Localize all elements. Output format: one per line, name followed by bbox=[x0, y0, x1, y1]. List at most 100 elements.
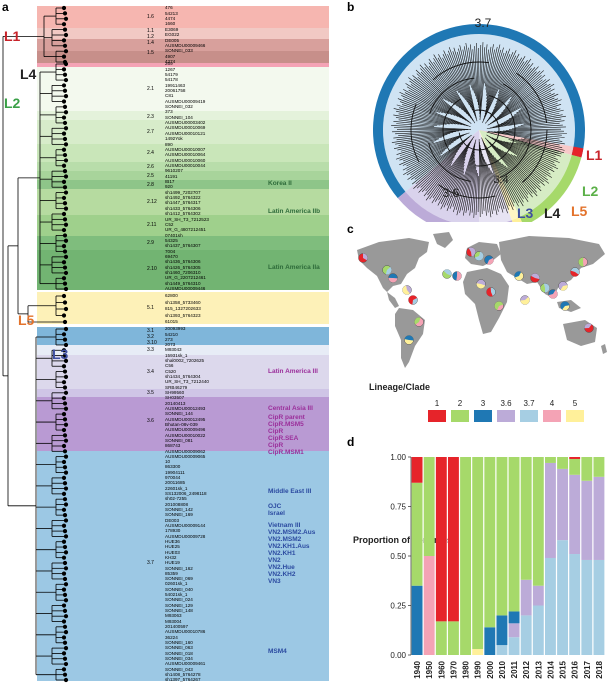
circular-branch bbox=[506, 75, 542, 106]
tree-tip bbox=[62, 136, 68, 142]
circular-branch bbox=[395, 117, 444, 125]
leaf-label: SH03507 bbox=[165, 395, 185, 401]
bar-segment bbox=[544, 462, 556, 558]
circular-branch bbox=[483, 51, 514, 121]
tree-tip bbox=[63, 470, 69, 475]
circular-branch bbox=[499, 161, 524, 199]
bar-segment bbox=[557, 457, 569, 469]
tree-tip bbox=[62, 624, 68, 629]
leaf-label: AUSMDU00009419 bbox=[165, 98, 206, 104]
leaf-label: 970044 bbox=[165, 475, 181, 481]
circular-branch bbox=[456, 51, 476, 116]
tree-tip bbox=[61, 293, 67, 299]
tree-tip bbox=[63, 358, 69, 364]
band-3-6 bbox=[37, 397, 329, 451]
leaf-label: 62800 bbox=[165, 293, 178, 299]
circular-branch bbox=[490, 170, 504, 213]
circular-branch bbox=[484, 46, 492, 87]
circular-branch bbox=[402, 104, 465, 126]
band-2-5 bbox=[37, 171, 329, 180]
circular-branch bbox=[504, 74, 546, 109]
leaf-label: SONNEI_104 bbox=[165, 114, 193, 120]
tree-tip bbox=[61, 195, 67, 201]
tree-tip bbox=[63, 550, 69, 555]
circular-branch bbox=[394, 127, 469, 130]
circular-branch bbox=[494, 157, 524, 207]
bar-segment bbox=[423, 556, 435, 655]
bar-segment bbox=[411, 585, 423, 655]
circular-branch bbox=[497, 57, 523, 100]
circular-branch bbox=[391, 125, 472, 130]
leaf-label: sh1412_5764302 bbox=[165, 211, 201, 217]
africa-shape bbox=[463, 268, 509, 334]
tree-tip bbox=[61, 619, 67, 624]
leaf-label: AUSMDU00009461 bbox=[165, 661, 206, 667]
band-2-12 bbox=[37, 189, 329, 215]
panel-letter-b: b bbox=[347, 0, 355, 14]
tree-tip bbox=[63, 486, 69, 491]
circular-branch bbox=[396, 104, 462, 126]
location-pie-slice bbox=[414, 317, 421, 325]
location-pie-slice bbox=[560, 301, 570, 310]
leaf-label: 201400597 bbox=[165, 624, 188, 630]
clade-annotation: CipR.SEA bbox=[268, 435, 299, 442]
bar-segment bbox=[520, 615, 532, 655]
legend-swatch bbox=[497, 410, 515, 422]
clade-annotation: Middle East III bbox=[268, 488, 312, 495]
leaf-label: 868743 bbox=[165, 443, 181, 449]
bar-segment bbox=[557, 468, 569, 541]
leaf-label: 178930 bbox=[165, 528, 181, 534]
circular-branch bbox=[400, 142, 434, 152]
clade-annotation: CipR.MSM5 bbox=[268, 421, 304, 428]
circular-branch bbox=[413, 145, 462, 189]
bar-segment bbox=[569, 554, 581, 655]
leaf-label: 07401sh bbox=[165, 232, 183, 238]
clade-label-1-6: 1.6 bbox=[147, 14, 154, 20]
x-tick-label: 1970 bbox=[449, 660, 458, 678]
tree-tip bbox=[61, 507, 67, 512]
clade-label-3-3: 3.3 bbox=[147, 347, 154, 353]
circular-branch bbox=[413, 78, 469, 123]
circular-branch bbox=[484, 66, 539, 124]
leaf-label: UR_G_2207212461 bbox=[165, 275, 206, 281]
circular-branch bbox=[504, 151, 545, 186]
bar-segment bbox=[411, 482, 423, 586]
tree-tip bbox=[63, 326, 69, 332]
circular-branch bbox=[482, 50, 517, 123]
circular-branch bbox=[508, 99, 562, 120]
band-2-11 bbox=[37, 215, 329, 236]
tree-tip bbox=[63, 94, 69, 99]
tree-tip bbox=[61, 131, 67, 136]
tree-tip bbox=[62, 43, 68, 48]
circular-tree-panel: 3.7 3.6 3.4 L1 L2 L5 L3 L4 bbox=[373, 16, 603, 222]
location-pie-slice bbox=[487, 257, 494, 265]
tree-tip bbox=[61, 67, 67, 72]
bar-segment bbox=[593, 457, 605, 477]
y-tick-label: 1.00 bbox=[390, 453, 406, 462]
leaf-label: 4374 bbox=[165, 59, 176, 65]
tree-tip bbox=[61, 163, 67, 168]
clade-annotation: Israel bbox=[268, 510, 285, 517]
clade-annotation: MSM4 bbox=[268, 648, 287, 655]
clade-annotation: VN2.KH1 bbox=[268, 550, 296, 557]
location-pie-slice bbox=[531, 273, 540, 280]
leaf-label: SONNEI_024 bbox=[165, 597, 193, 603]
tree-tip bbox=[63, 661, 69, 667]
circular-branch bbox=[399, 101, 468, 127]
map-legend-title: Lineage/Clade bbox=[369, 382, 430, 392]
y-tick-label: 0.50 bbox=[390, 552, 406, 561]
circular-branch bbox=[481, 150, 489, 213]
circular-branch bbox=[424, 66, 461, 109]
circular-branch bbox=[496, 56, 526, 103]
clade-label-3-4: 3.4 bbox=[147, 369, 154, 375]
circular-branch bbox=[485, 44, 494, 90]
tree-tip bbox=[63, 502, 69, 507]
leaf-label: sh02-7255 bbox=[165, 496, 187, 502]
tree-tip bbox=[61, 475, 67, 481]
leaf-label: AUSMDU00009446 bbox=[165, 286, 206, 292]
circular-branch bbox=[459, 45, 478, 122]
label-3-4: 3.4 bbox=[493, 174, 508, 186]
location-pie-slice bbox=[456, 271, 462, 281]
leaf-label: 19911463 bbox=[165, 82, 186, 88]
bar-segment bbox=[508, 637, 520, 655]
